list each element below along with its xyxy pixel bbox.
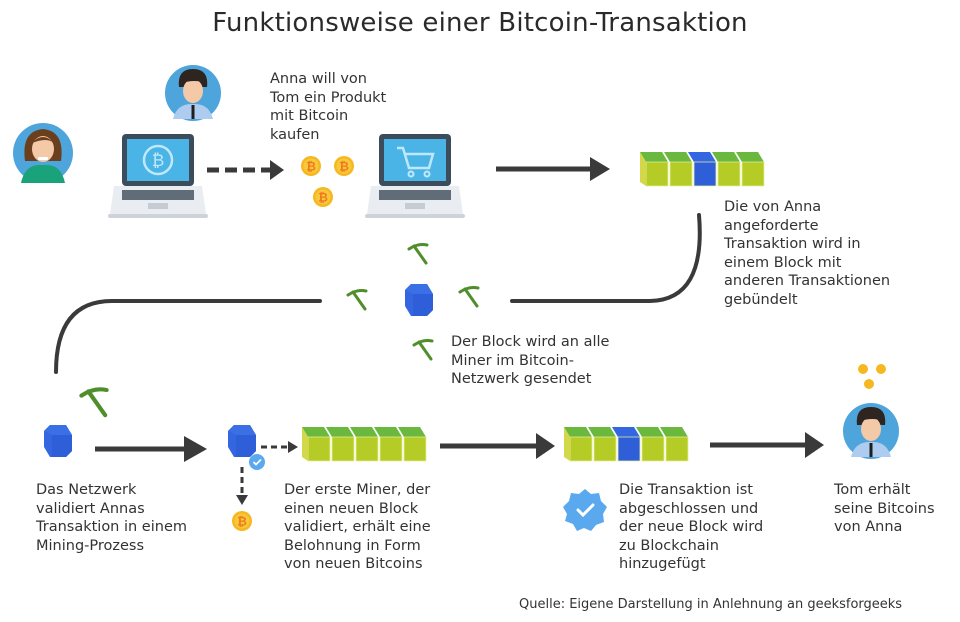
block-top bbox=[350, 427, 378, 437]
arrow-to-blockchain bbox=[440, 433, 555, 459]
block-side bbox=[302, 427, 308, 461]
step-mining-text: Das Netzwerk validiert Annas Transaktion… bbox=[36, 482, 187, 554]
blockchain-with-transaction bbox=[564, 427, 689, 462]
block-top bbox=[640, 152, 668, 162]
block bbox=[741, 161, 765, 187]
block-cube bbox=[405, 284, 433, 316]
arrow-to-block bbox=[496, 157, 610, 181]
laptop-cart bbox=[365, 134, 465, 218]
verified-badge-icon bbox=[249, 454, 265, 470]
svg-text:₿: ₿ bbox=[152, 151, 165, 171]
pickaxe-icon bbox=[458, 286, 480, 308]
coin-icon bbox=[313, 187, 333, 207]
block-top bbox=[374, 427, 402, 437]
pickaxe-icon bbox=[346, 289, 368, 311]
blockchain-green bbox=[302, 427, 427, 462]
block-top bbox=[688, 152, 716, 162]
connector-curve-left bbox=[54, 299, 322, 374]
block-cube-validated bbox=[228, 425, 256, 457]
pickaxe-icon bbox=[407, 243, 429, 265]
arrow-dashed-to-chain bbox=[261, 441, 298, 453]
block bbox=[331, 436, 355, 462]
avatar-anna bbox=[13, 123, 73, 183]
step-receive-text: Tom erhält seine Bitcoins von Anna bbox=[834, 482, 935, 535]
block bbox=[403, 436, 427, 462]
step-request-text: Anna will von Tom ein Produkt mit Bitcoi… bbox=[270, 71, 387, 143]
block-top bbox=[564, 427, 592, 437]
block-top bbox=[736, 152, 764, 162]
arrow-validate bbox=[95, 436, 207, 462]
connector-curve-right bbox=[510, 213, 702, 303]
block-top bbox=[660, 427, 688, 437]
coin-icon bbox=[864, 379, 874, 389]
block bbox=[355, 436, 379, 462]
diagram-title: Funktionsweise einer Bitcoin-Transaktion bbox=[212, 8, 748, 38]
block bbox=[665, 436, 689, 462]
verified-badge-icon bbox=[563, 489, 607, 531]
block-top bbox=[588, 427, 616, 437]
block bbox=[717, 161, 741, 187]
block bbox=[307, 436, 331, 462]
source-note: Quelle: Eigene Darstellung in Anlehnung … bbox=[519, 597, 903, 612]
block bbox=[669, 161, 693, 187]
coin-icon bbox=[876, 364, 886, 374]
block-bundle bbox=[640, 152, 765, 187]
block bbox=[641, 436, 665, 462]
block-top bbox=[636, 427, 664, 437]
avatar-tom bbox=[165, 65, 221, 121]
arrow-dashed-to-reward bbox=[236, 467, 248, 505]
avatar-tom-receiver bbox=[843, 403, 899, 459]
step-bundle-text: Die von Anna angeforderte Transaktion wi… bbox=[724, 199, 891, 308]
block-top bbox=[398, 427, 426, 437]
block bbox=[379, 436, 403, 462]
pickaxe-icon bbox=[412, 339, 434, 361]
block-top bbox=[612, 427, 640, 437]
arrow-send-dashed bbox=[207, 160, 284, 180]
block-top bbox=[664, 152, 692, 162]
block-side bbox=[640, 152, 646, 186]
step-reward-text: Der erste Miner, der einen neuen Block v… bbox=[284, 482, 431, 572]
block bbox=[645, 161, 669, 187]
transaction-block bbox=[617, 436, 641, 462]
coin-reward-icon bbox=[232, 511, 252, 531]
block-top bbox=[712, 152, 740, 162]
step-complete-text: Die Transaktion ist abgeschlossen und de… bbox=[619, 482, 764, 572]
block bbox=[569, 436, 593, 462]
pickaxe-icon bbox=[81, 389, 106, 415]
laptop-bitcoin: ₿ bbox=[108, 134, 208, 218]
step-broadcast-text: Der Block wird an alle Miner im Bitcoin-… bbox=[451, 334, 610, 387]
transaction-block bbox=[693, 161, 717, 187]
block-top bbox=[302, 427, 330, 437]
coin-icon bbox=[858, 364, 868, 374]
coin-icon bbox=[301, 156, 321, 176]
block-cube bbox=[44, 425, 72, 457]
arrow-to-tom bbox=[710, 432, 824, 458]
coin-icon bbox=[334, 156, 354, 176]
block-side bbox=[564, 427, 570, 461]
block-top bbox=[326, 427, 354, 437]
block bbox=[593, 436, 617, 462]
